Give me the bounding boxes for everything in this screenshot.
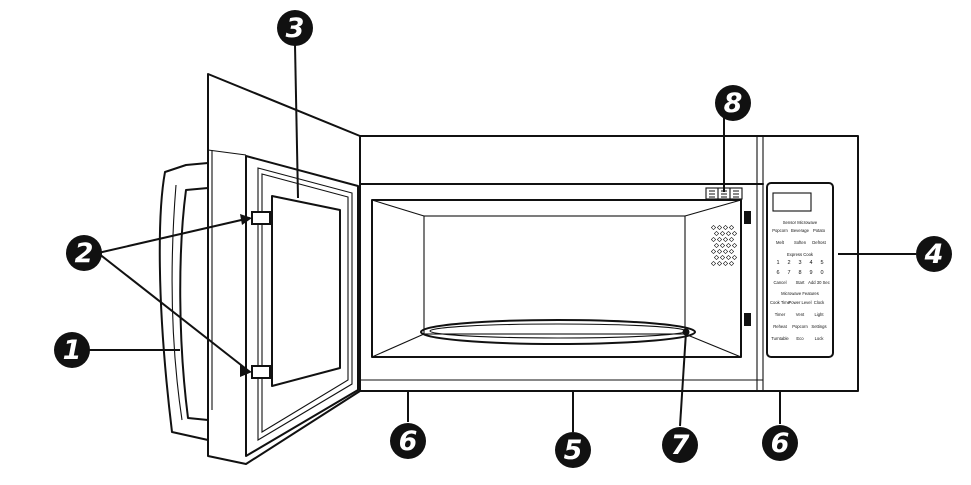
- panel-btn-defrost: Defrost: [812, 240, 826, 245]
- door: [158, 73, 361, 465]
- control-panel-labels: Sensor Microwave Popcorn Beverage Potato…: [770, 220, 830, 341]
- vent-hole: [722, 236, 729, 243]
- door-handle: [158, 162, 209, 441]
- panel-key-1: 1: [776, 260, 779, 266]
- vent-hole: [713, 230, 720, 237]
- vent-hole: [716, 236, 723, 243]
- vent-hole: [728, 224, 735, 231]
- leader-lines: [88, 44, 916, 432]
- vent-hole: [725, 254, 732, 261]
- panel-sensor-heading: Sensor Microwave: [783, 220, 818, 225]
- vent-hole: [710, 236, 717, 243]
- svg-text:7: 7: [671, 430, 690, 461]
- panel-key-8: 8: [798, 270, 801, 276]
- vent-hole: [731, 254, 738, 261]
- door-window: [271, 195, 341, 387]
- callout-badge-7: 7: [662, 427, 698, 463]
- body-outline: [359, 135, 859, 392]
- vent-hole: [713, 242, 720, 249]
- oven-cavity: [371, 199, 751, 358]
- vent-hole: [710, 260, 717, 267]
- callout-badge-2: 2: [66, 235, 102, 271]
- panel-express-heading: Express Cook: [787, 252, 814, 257]
- vent-hole: [722, 248, 729, 255]
- lower-latch: [251, 365, 271, 379]
- callout-badge-4: 4: [916, 236, 952, 272]
- panel-btn-power: Power Level: [788, 300, 811, 305]
- panel-key-9: 9: [809, 270, 812, 276]
- panel-btn-turntable: Turntable: [771, 336, 789, 341]
- turntable-tray: [420, 319, 696, 345]
- panel-btn-potato: Potato: [813, 228, 826, 233]
- panel-btn-reheat: Reheat: [773, 324, 787, 329]
- panel-btn-cooktime: Cook Time: [770, 300, 791, 305]
- callout-badge-3: 3: [277, 10, 313, 46]
- vent-hole: [731, 242, 738, 249]
- callout-badge-1: 1: [54, 332, 90, 368]
- svg-text:1: 1: [63, 335, 82, 366]
- control-panel: [756, 136, 834, 391]
- panel-btn-vent: Vent: [796, 312, 805, 317]
- panel-btn-beverage: Beverage: [791, 228, 810, 233]
- vent-hole: [731, 230, 738, 237]
- side-vent-holes: [710, 224, 738, 267]
- vent-hole: [716, 260, 723, 267]
- panel-btn-light: Light: [814, 312, 824, 317]
- svg-text:5: 5: [564, 435, 583, 466]
- svg-text:2: 2: [75, 238, 94, 269]
- panel-btn-lock: Lock: [815, 336, 825, 341]
- panel-btn-clock: Clock: [814, 300, 825, 305]
- svg-text:6: 6: [399, 426, 418, 457]
- panel-key-2: 2: [787, 260, 790, 266]
- microwave-body: [359, 135, 859, 392]
- panel-key-3: 3: [798, 260, 801, 266]
- vent-hole: [728, 248, 735, 255]
- vent-hole: [725, 242, 732, 249]
- panel-btn-popcorn: Popcorn: [772, 228, 788, 233]
- vent-hole: [722, 260, 729, 267]
- vent-hole: [719, 230, 726, 237]
- display-screen: [772, 192, 812, 212]
- panel-btn-start: Start: [796, 280, 806, 285]
- panel-btn-cancel: Cancel: [773, 280, 786, 285]
- panel-btn-soften: Soften: [794, 240, 807, 245]
- panel-key-0: 0: [820, 270, 823, 276]
- svg-text:3: 3: [286, 13, 305, 44]
- panel-btn-eco: Eco: [796, 336, 804, 341]
- vent-hole: [725, 230, 732, 237]
- vent-hole: [710, 248, 717, 255]
- vent-hole: [719, 254, 726, 261]
- panel-key-5: 5: [820, 260, 823, 266]
- panel-key-6: 6: [776, 270, 779, 276]
- panel-features-heading: Microwave Features: [781, 291, 819, 296]
- callout-badge-8: 8: [715, 85, 751, 121]
- callout-badge-6-left: 6: [390, 423, 426, 459]
- vent-hole: [728, 236, 735, 243]
- svg-text:8: 8: [724, 88, 743, 119]
- vent-hole: [713, 254, 720, 261]
- vent-hole: [728, 260, 735, 267]
- svg-text:4: 4: [924, 239, 944, 270]
- vent-hole: [719, 242, 726, 249]
- panel-btn-settings: Settings: [811, 324, 826, 329]
- callout-badge-5: 5: [555, 432, 591, 468]
- panel-key-7: 7: [787, 270, 790, 276]
- panel-btn-add30: Add 30 Sec: [808, 280, 830, 285]
- callout-badge-6-right: 6: [762, 425, 798, 461]
- upper-latch: [251, 211, 271, 225]
- panel-btn-popcorn2: Popcorn: [792, 324, 808, 329]
- panel-key-4: 4: [809, 260, 812, 266]
- vent-hole: [716, 224, 723, 231]
- vent-hole: [716, 248, 723, 255]
- vent-hole: [722, 224, 729, 231]
- svg-text:6: 6: [771, 428, 790, 459]
- vent-hole: [710, 224, 717, 231]
- panel-btn-melt: Melt: [776, 240, 785, 245]
- panel-btn-timer: Timer: [775, 312, 786, 317]
